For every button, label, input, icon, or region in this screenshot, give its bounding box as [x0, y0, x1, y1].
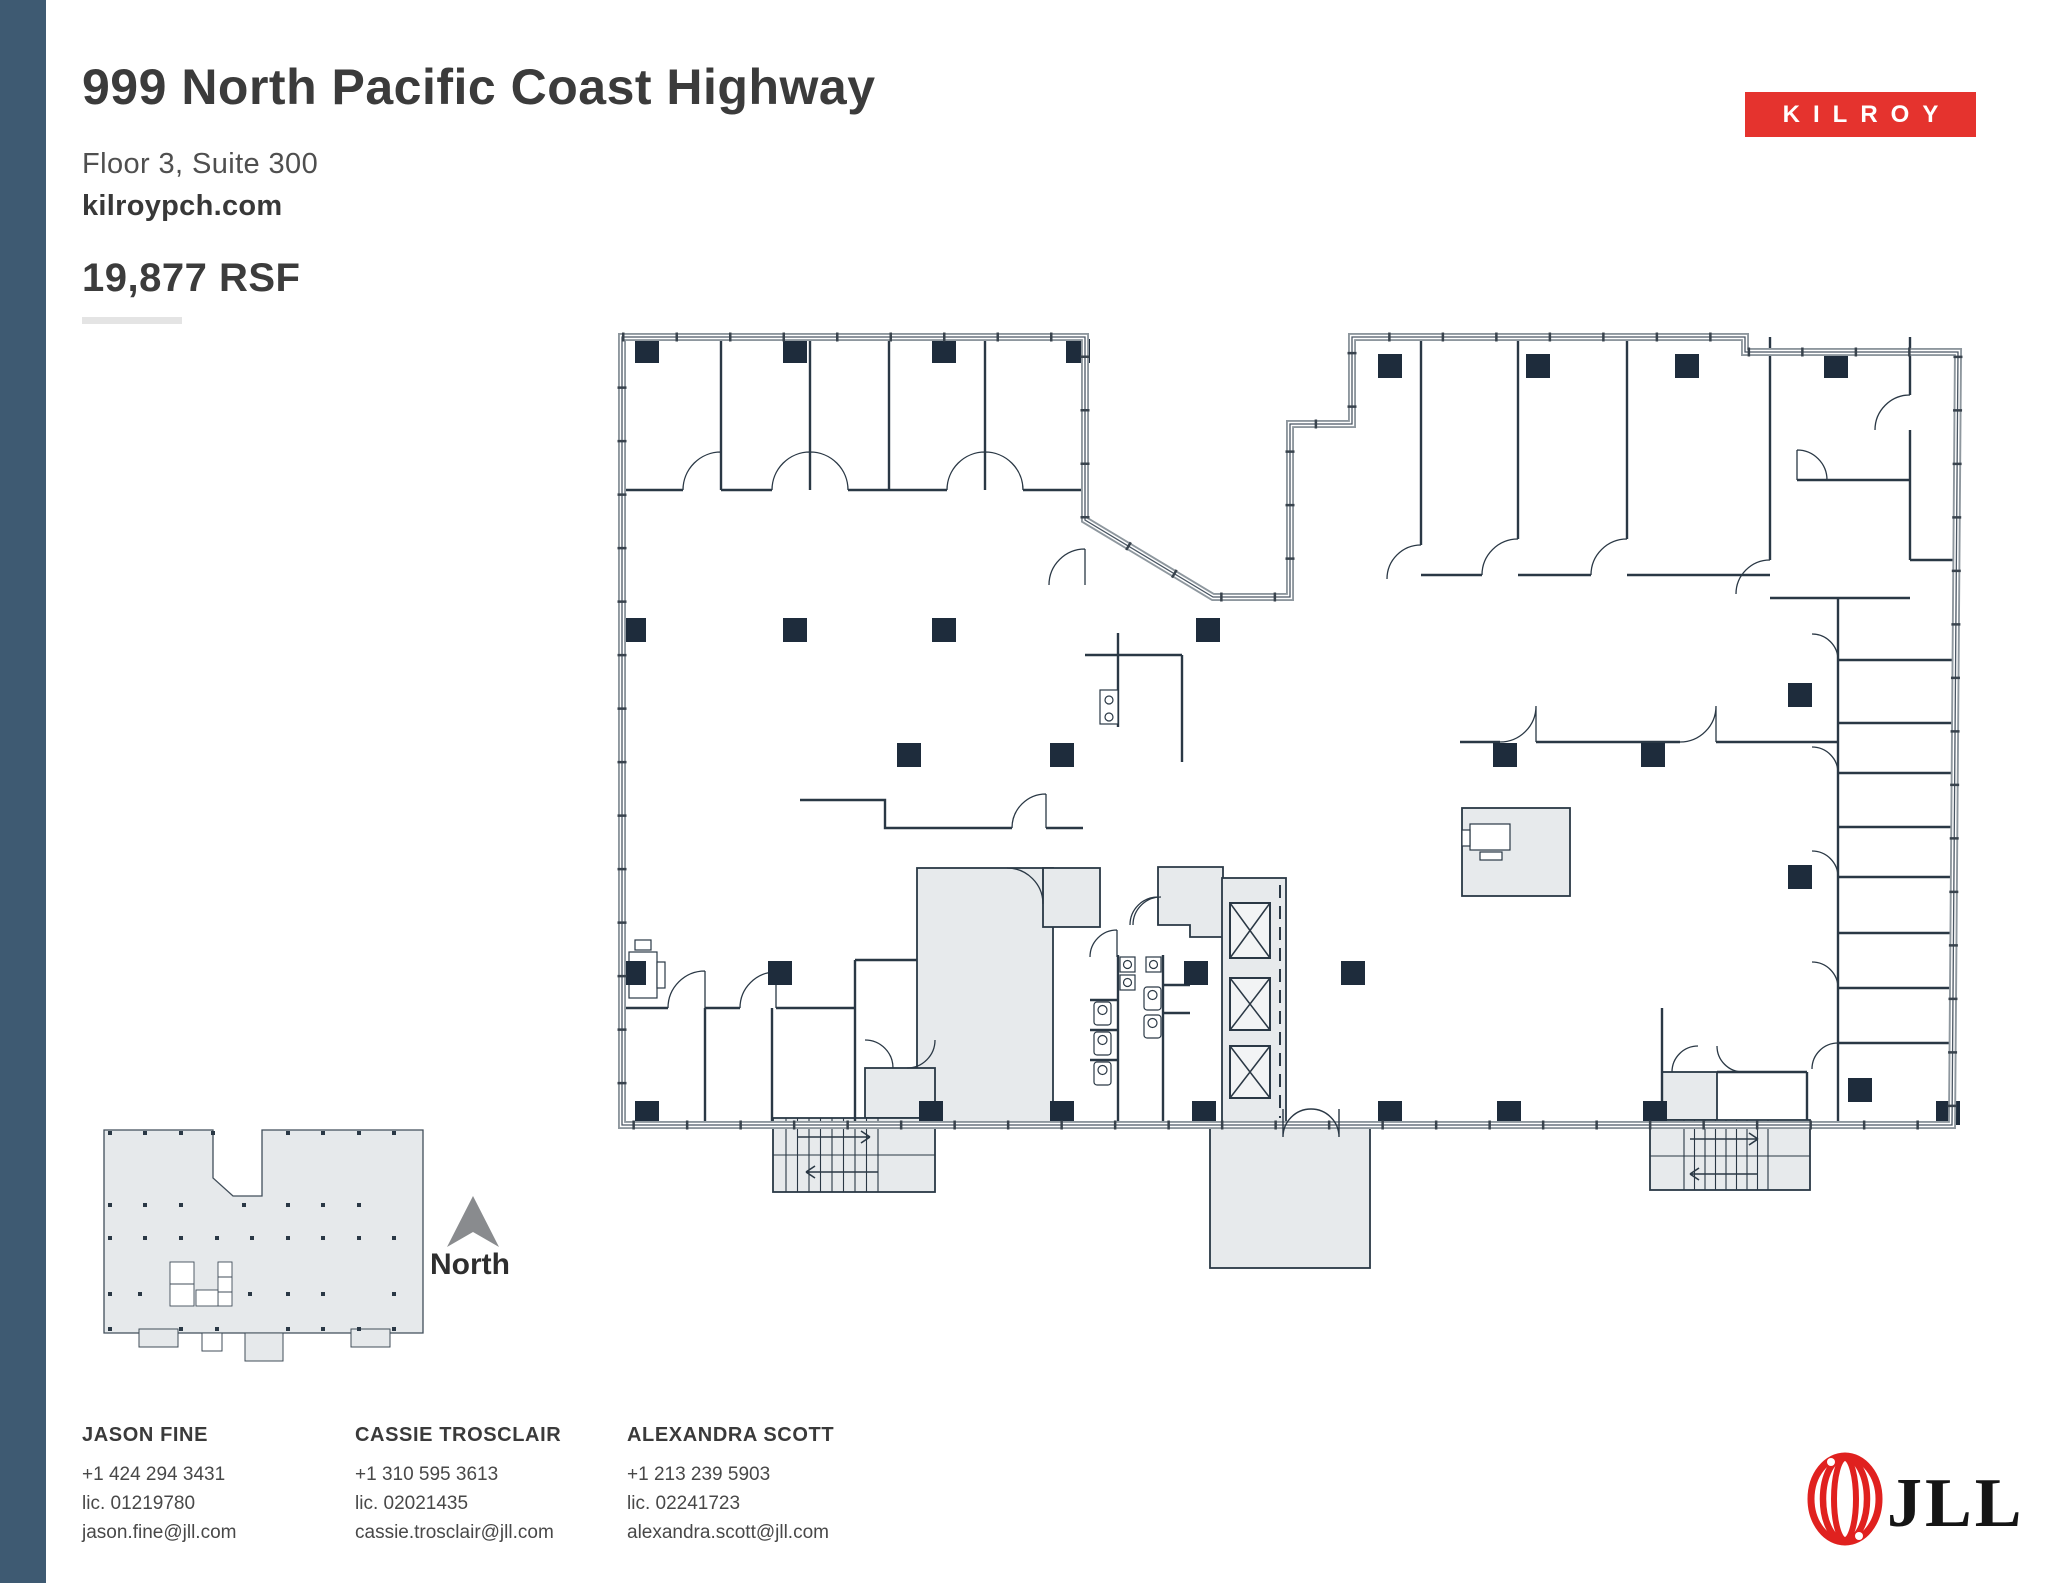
service-room — [1042, 867, 1101, 928]
contact-license: lic. 01219780 — [82, 1493, 196, 1514]
rsf-value: 19,877 RSF — [82, 256, 301, 300]
stair-lobby-right — [1661, 1071, 1718, 1121]
page-title: 999 North Pacific Coast Highway — [82, 59, 876, 115]
service-room — [916, 867, 1054, 1126]
contact-email: alexandra.scott@jll.com — [627, 1522, 829, 1543]
contact-phone: +1 310 595 3613 — [355, 1464, 499, 1485]
contact-name: JASON FINE — [82, 1424, 209, 1446]
contact-license: lic. 02241723 — [627, 1493, 741, 1514]
restroom-fixtures — [1093, 689, 1162, 1086]
stairwell-right — [1649, 1119, 1811, 1191]
north-label: North — [430, 1248, 510, 1281]
contact-card: ALEXANDRA SCOTT +1 213 239 5903 lic. 022… — [627, 1421, 897, 1547]
contact-card: JASON FINE +1 424 294 3431 lic. 01219780… — [82, 1421, 352, 1547]
contact-name: ALEXANDRA SCOTT — [627, 1424, 835, 1446]
north-arrow-icon — [447, 1196, 499, 1247]
stair-treads — [773, 1118, 1810, 1192]
contact-license: lic. 02021435 — [355, 1493, 469, 1514]
contact-phone: +1 213 239 5903 — [627, 1464, 771, 1485]
contact-card: CASSIE TROSCLAIR +1 310 595 3613 lic. 02… — [355, 1421, 625, 1547]
key-plan-footprint — [103, 1129, 424, 1334]
jll-globe-icon — [1807, 1452, 1883, 1546]
contact-name: CASSIE TROSCLAIR — [355, 1424, 562, 1446]
door-arcs — [667, 394, 1911, 1073]
entry-vestibule — [1209, 1124, 1371, 1269]
left-accent-bar — [0, 0, 46, 1583]
contact-email: cassie.trosclair@jll.com — [355, 1522, 554, 1543]
kilroy-logo-text: KILROY — [1782, 100, 1952, 128]
key-plan-core — [169, 1261, 233, 1307]
contact-phone: +1 424 294 3431 — [82, 1464, 226, 1485]
jll-globe-highlight — [1827, 1458, 1835, 1466]
service-room — [1461, 807, 1571, 897]
floor-plan — [617, 332, 1963, 1269]
jll-globe-highlight — [1855, 1532, 1863, 1540]
exterior-walls — [617, 332, 1963, 1130]
column-grid — [622, 339, 1960, 1125]
floor-subtitle: Floor 3, Suite 300 — [82, 148, 319, 180]
key-plan — [103, 1129, 424, 1362]
jll-logo-text: JLL — [1887, 1465, 2020, 1542]
entry-double-door — [1282, 1108, 1340, 1138]
divider — [82, 317, 182, 324]
website-text: kilroypch.com — [82, 190, 283, 222]
key-plan-stairs — [138, 1328, 391, 1362]
contact-email: jason.fine@jll.com — [82, 1522, 237, 1543]
kilroy-logo: KILROY — [1745, 92, 1976, 137]
jll-logo: JLL — [1807, 1452, 2020, 1546]
interior-walls — [622, 337, 1958, 1125]
key-plan-columns — [108, 1131, 396, 1331]
elevator-shafts — [1229, 902, 1271, 1099]
